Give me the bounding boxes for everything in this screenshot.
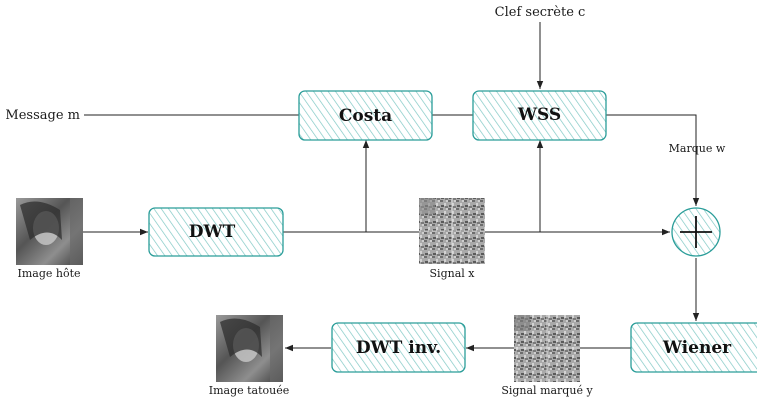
dwt-inv-block: DWT inv.: [331, 322, 466, 373]
host-image: [16, 198, 83, 265]
dwt-inv-label: DWT inv.: [356, 338, 441, 358]
costa-block: Costa: [298, 90, 433, 141]
signal-x-label: Signal x: [430, 267, 476, 280]
key-label: Clef secrète c: [495, 5, 586, 20]
wss-block: WSS: [472, 90, 607, 141]
watermarked-image-label: Image tatouée: [209, 384, 290, 397]
message-label: Message m: [5, 108, 80, 123]
costa-label: Costa: [339, 106, 392, 126]
mark-label: Marque w: [669, 142, 726, 155]
signal-marked-label: Signal marqué y: [501, 384, 593, 397]
signal-x-image: [419, 198, 485, 264]
host-image-label: Image hôte: [17, 267, 80, 280]
dwt-block: DWT: [148, 207, 284, 257]
wiener-block: Wiener: [630, 322, 757, 373]
watermarked-image: [216, 315, 283, 382]
dwt-label: DWT: [189, 222, 236, 242]
wiener-label: Wiener: [662, 338, 732, 358]
adder-node: [671, 207, 721, 257]
mark-arrow: [606, 114, 700, 206]
signal-marked-image: [514, 315, 580, 382]
wss-label: WSS: [517, 105, 561, 125]
